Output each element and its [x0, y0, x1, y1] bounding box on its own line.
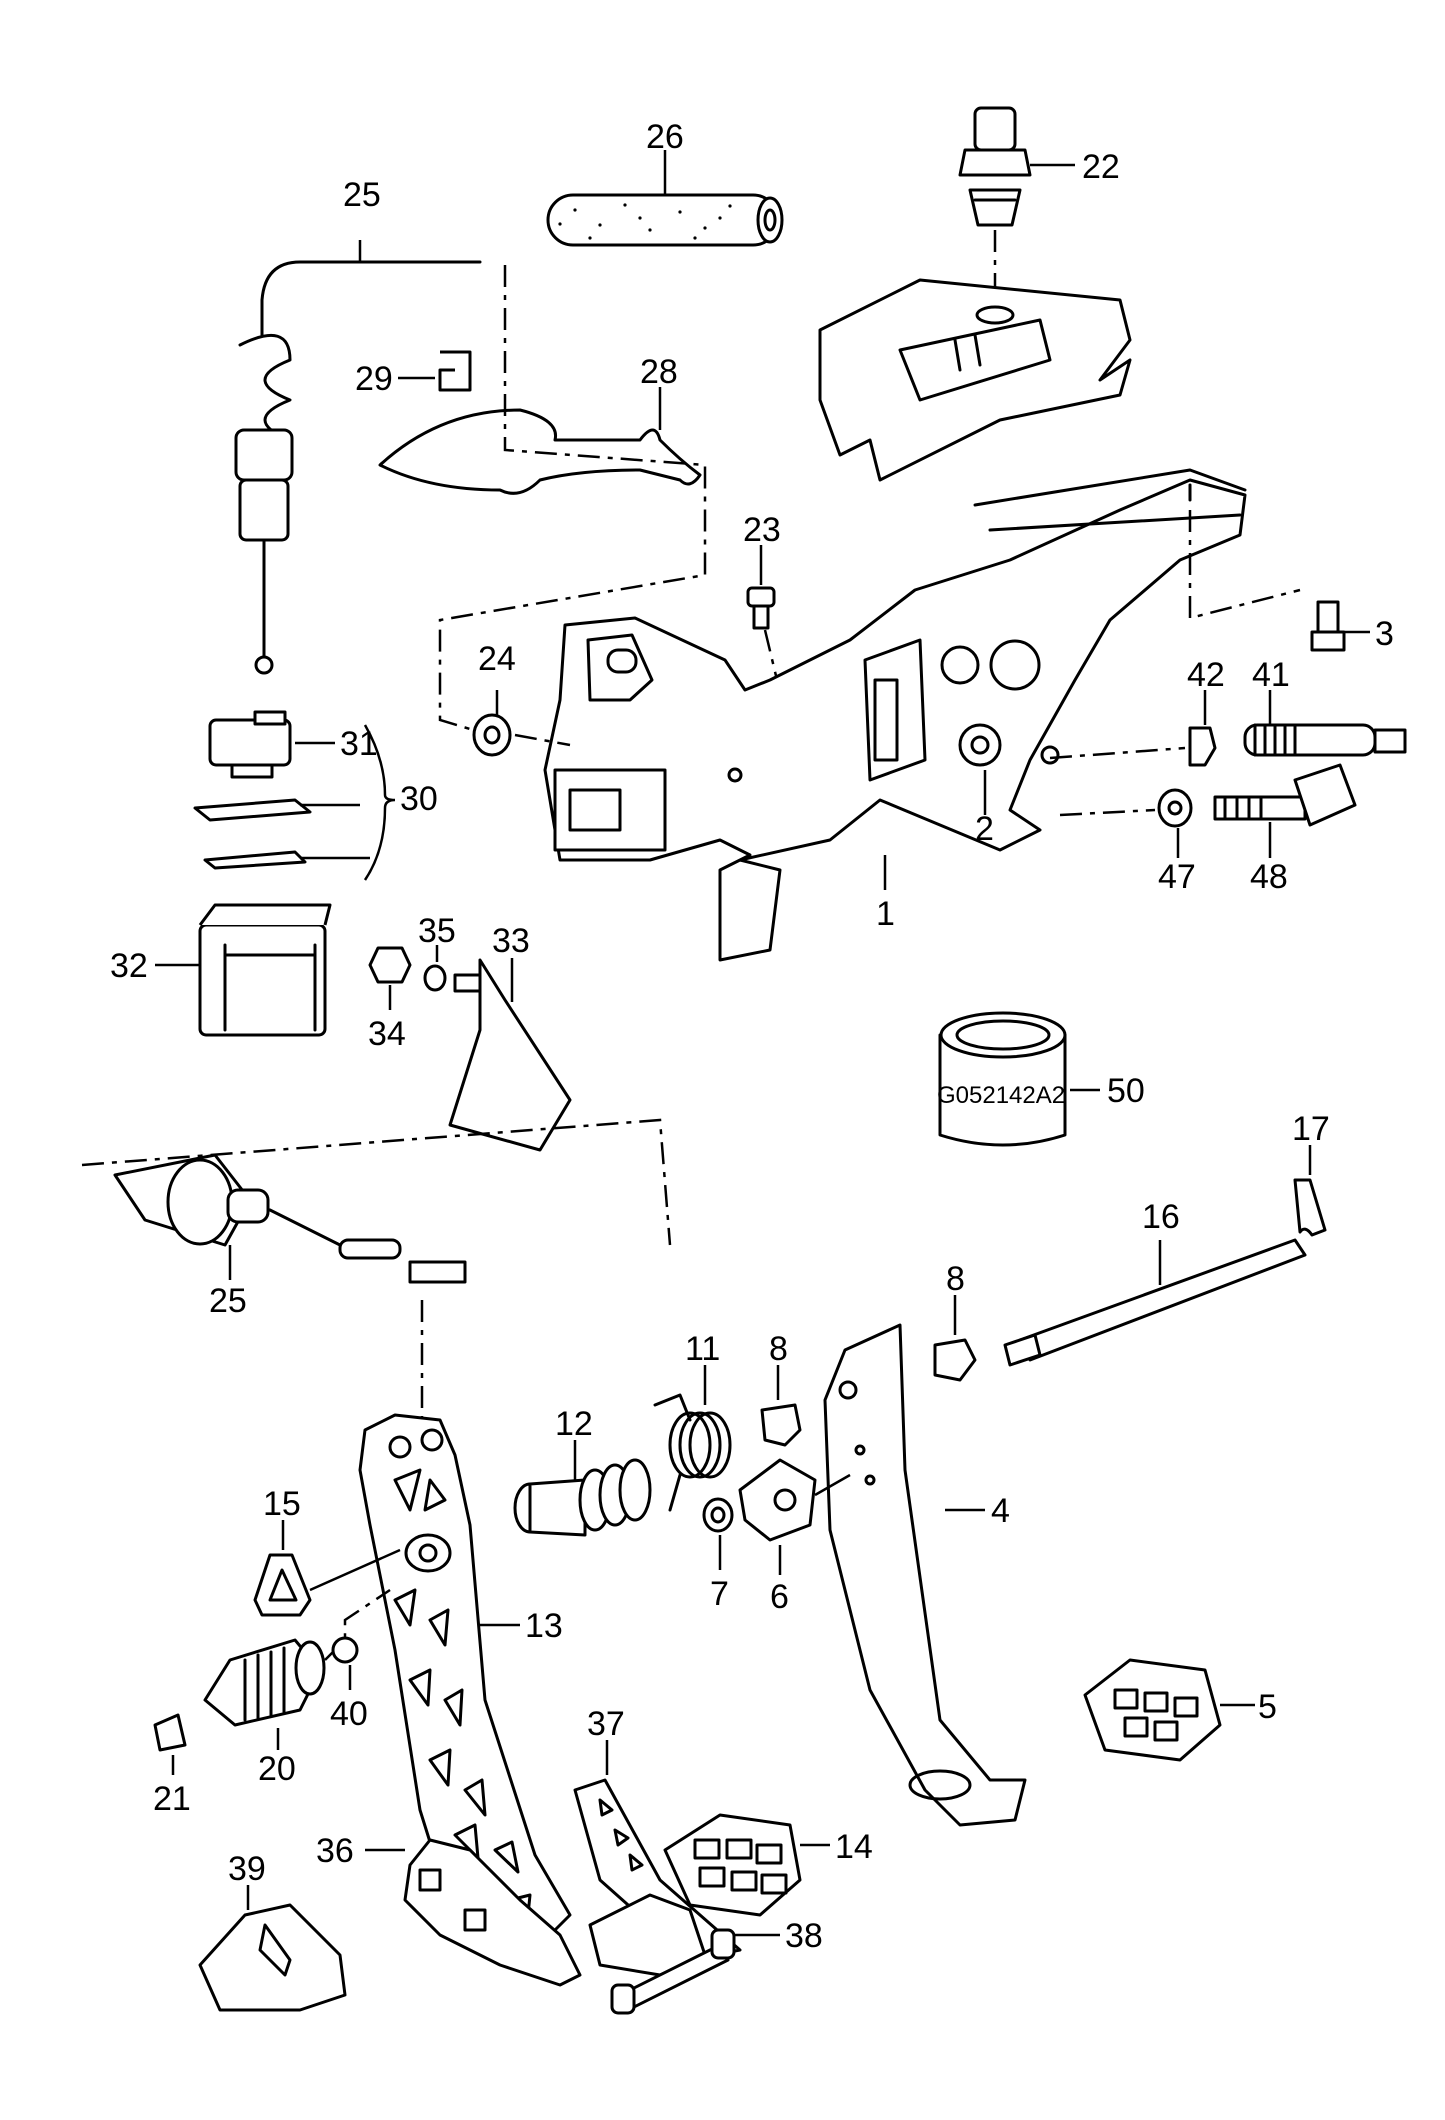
part-7-washer	[702, 1497, 734, 1533]
callout-1: 1	[876, 895, 895, 933]
callout-23: 23	[743, 511, 781, 549]
callout-24: 24	[478, 640, 516, 678]
part-25-cable-lower	[81, 1118, 672, 1284]
callout-7: 7	[710, 1575, 729, 1613]
part-30-clips	[193, 798, 312, 870]
callout-30: 30	[400, 780, 438, 818]
part-50-can: G052142A2	[937, 1011, 1067, 1147]
part-35-washer	[423, 964, 447, 992]
callout-14: 14	[835, 1828, 873, 1866]
part-5-pedal-pad	[1083, 1658, 1222, 1762]
callout-50: 50	[1107, 1072, 1145, 1110]
callout-21: 21	[153, 1780, 191, 1818]
part-1-pedal-bracket	[543, 468, 1247, 962]
callout-26: 26	[646, 118, 684, 156]
callout-25-lower: 25	[209, 1282, 247, 1320]
callout-17: 17	[1292, 1110, 1330, 1148]
part-8-nut-lower	[760, 1403, 802, 1447]
callout-16: 16	[1142, 1198, 1180, 1236]
part-31-block	[208, 710, 292, 779]
part-39-pad-cover	[198, 1903, 347, 2012]
callout-39: 39	[228, 1850, 266, 1888]
can-label: G052142A2	[937, 1082, 1065, 1109]
callout-36: 36	[316, 1832, 354, 1870]
callout-6: 6	[770, 1578, 789, 1616]
part-11-spring	[653, 1393, 732, 1512]
part-36-cover	[403, 1838, 582, 1987]
callout-5: 5	[1258, 1688, 1277, 1726]
callout-8-upper: 8	[946, 1260, 965, 1298]
callout-25-upper: 25	[343, 176, 381, 214]
callout-11: 11	[685, 1330, 720, 1368]
part-17-clip	[1293, 1178, 1327, 1237]
part-41-switch	[1243, 723, 1407, 757]
callout-3: 3	[1375, 615, 1394, 653]
part-48-switch	[1213, 763, 1357, 827]
callout-41: 41	[1252, 656, 1290, 694]
callout-31: 31	[340, 725, 378, 763]
part-25-cable-upper	[234, 260, 482, 675]
callout-40: 40	[330, 1695, 368, 1733]
callout-12: 12	[555, 1405, 593, 1443]
part-33-bracket	[448, 958, 572, 1152]
part-37-plate	[573, 1778, 742, 1962]
callout-48: 48	[1250, 858, 1288, 896]
part-6-block	[738, 1458, 817, 1542]
part-24-nut	[472, 713, 512, 757]
part-21-cap	[153, 1713, 187, 1752]
callout-42: 42	[1187, 656, 1225, 694]
part-8-nut-upper	[933, 1338, 977, 1382]
callout-8-lower: 8	[769, 1330, 788, 1368]
part-14-pedal-pad	[663, 1813, 802, 1917]
callout-34: 34	[368, 1015, 406, 1053]
callout-2: 2	[975, 810, 994, 848]
part-22-grommet	[958, 106, 1032, 227]
part-42-cap	[1188, 726, 1217, 767]
part-4-pedal-arm	[823, 1323, 1027, 1827]
part-34-nut	[368, 946, 412, 984]
callout-35: 35	[418, 912, 456, 950]
callout-15: 15	[263, 1485, 301, 1523]
callout-33: 33	[492, 922, 530, 960]
callout-20: 20	[258, 1750, 296, 1788]
callout-32: 32	[110, 947, 148, 985]
part-47-washer	[1157, 788, 1193, 828]
callout-4: 4	[991, 1492, 1010, 1530]
part-23-bolt	[746, 586, 776, 630]
callout-22: 22	[1082, 148, 1120, 186]
part-20-spring-assembly	[203, 1638, 326, 1727]
callout-28: 28	[640, 353, 678, 391]
callout-47: 47	[1158, 858, 1196, 896]
callout-37: 37	[587, 1705, 625, 1743]
callout-38: 38	[785, 1917, 823, 1955]
part-32-box	[198, 903, 332, 1037]
part-12-bushing	[513, 1458, 652, 1537]
part-15-bracket	[253, 1553, 312, 1617]
part-26-foam-sleeve	[546, 193, 784, 247]
part-2-nut	[958, 723, 1002, 767]
part-29-clip	[438, 350, 472, 392]
part-3-bolt	[1310, 600, 1346, 652]
callout-29: 29	[355, 360, 393, 398]
part-28-wire-clip	[378, 408, 702, 495]
part-38-pin	[610, 1928, 736, 2015]
part-40-stop	[331, 1636, 359, 1664]
callout-labels: 26 22 25 29 28 23 3 24 42 41 31 30 2 47 …	[110, 118, 1394, 1955]
bulkhead-bracket	[818, 278, 1132, 482]
callout-13: 13	[525, 1607, 563, 1645]
part-16-shaft	[1003, 1238, 1307, 1367]
